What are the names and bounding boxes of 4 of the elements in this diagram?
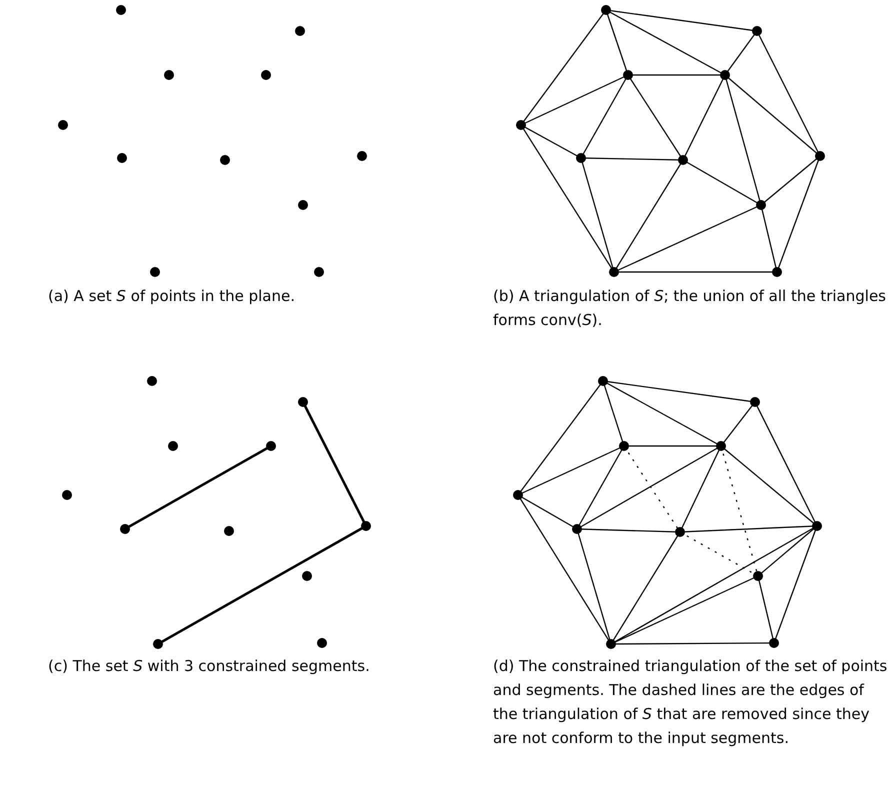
figure-caption: (a) A set S of points in the plane. <box>48 286 296 307</box>
figure-caption: (b) A triangulation of S; the union of all the triangles forms conv(S). <box>493 286 887 331</box>
figure-caption: (d) The constrained triangulation of the set of points and segments. The dashed lines are the edges of the triangulation of S that are removed since they are not conform to the input segments. <box>493 656 888 749</box>
figure-caption: (c) The set S with 3 constrained segments. <box>48 656 371 677</box>
